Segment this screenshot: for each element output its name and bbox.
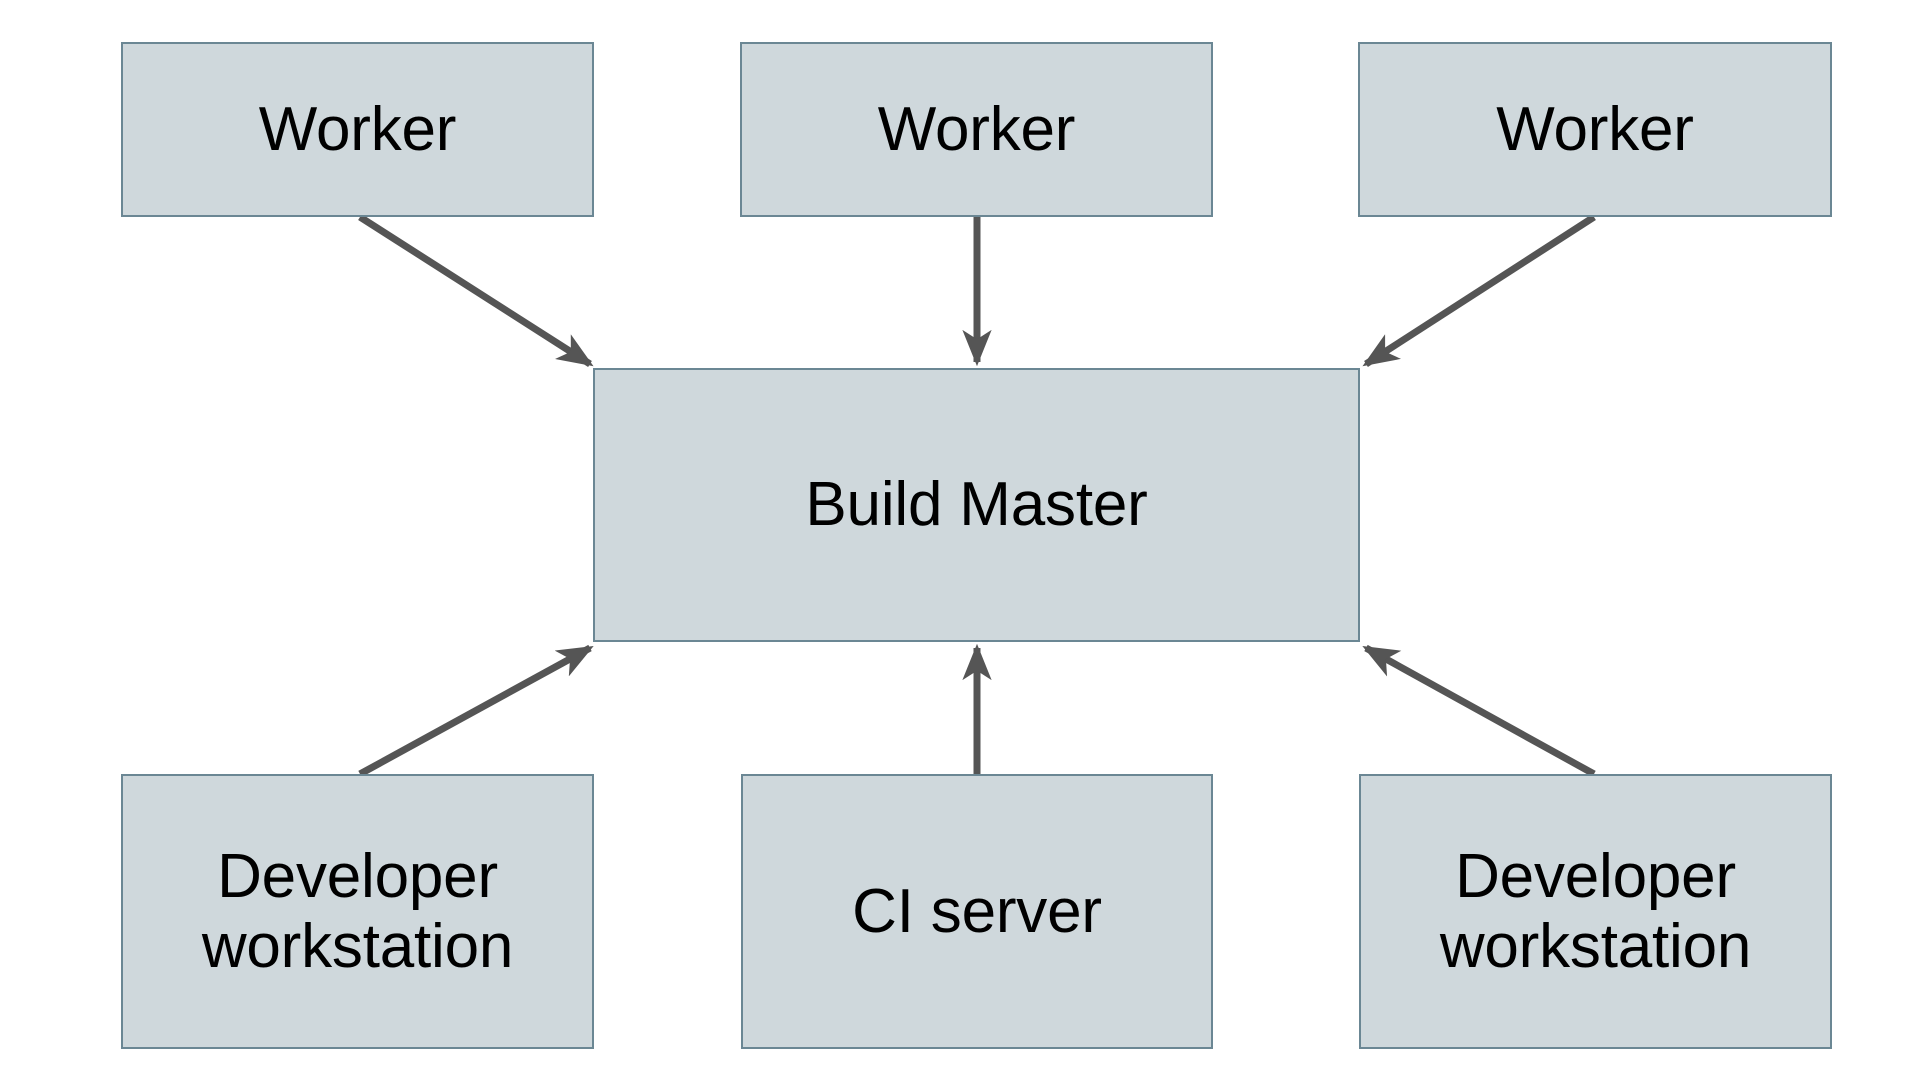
node-developer-workstation-left[interactable]: Developer workstation [121, 774, 594, 1049]
node-worker-1[interactable]: Worker [121, 42, 594, 217]
node-worker-1-label: Worker [258, 94, 457, 164]
node-worker-2-label: Worker [877, 94, 1076, 164]
edge-worker-1-to-master [358, 214, 594, 367]
edge-dev-right-to-master [1362, 644, 1596, 778]
node-build-master-label: Build Master [805, 470, 1148, 540]
node-developer-workstation-left-label: Developer workstation [201, 842, 514, 981]
node-worker-2[interactable]: Worker [740, 42, 1213, 217]
edge-worker-3-to-master [1362, 214, 1596, 367]
node-build-master[interactable]: Build Master [593, 368, 1360, 642]
node-worker-3-label: Worker [1496, 94, 1694, 164]
node-developer-workstation-right-label: Developer workstation [1439, 842, 1752, 981]
node-worker-3[interactable]: Worker [1358, 42, 1832, 217]
edge-dev-left-to-master [358, 644, 594, 778]
node-ci-server-label: CI server [852, 876, 1102, 946]
node-developer-workstation-right[interactable]: Developer workstation [1359, 774, 1832, 1049]
node-ci-server[interactable]: CI server [741, 774, 1213, 1049]
